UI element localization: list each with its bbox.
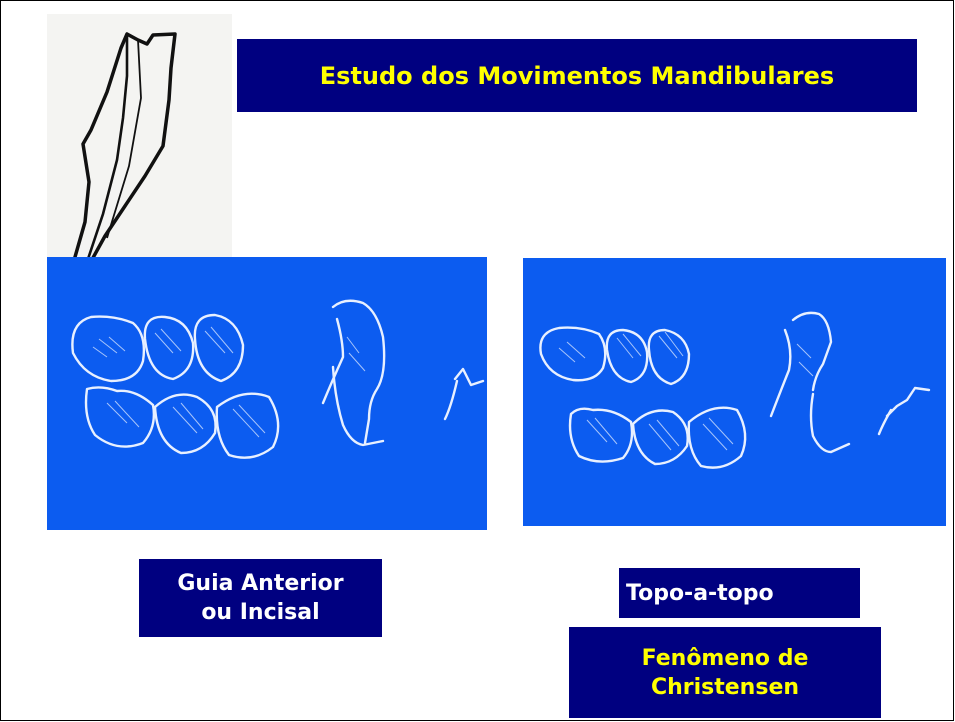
slide-title: Estudo dos Movimentos Mandibulares	[237, 39, 917, 112]
teeth-edge-icon	[539, 311, 931, 469]
incisor-drawing	[47, 14, 232, 290]
edge-photo	[523, 258, 946, 526]
caption-christensen: Fenômeno de Christensen	[569, 627, 881, 718]
caption-edge-to-edge: Topo-a-topo	[619, 568, 860, 618]
caption-anterior-guide: Guia Anterior ou Incisal	[139, 559, 382, 637]
incisor-icon	[67, 32, 177, 288]
teeth-guide-icon	[71, 299, 485, 459]
guide-photo	[47, 257, 487, 530]
